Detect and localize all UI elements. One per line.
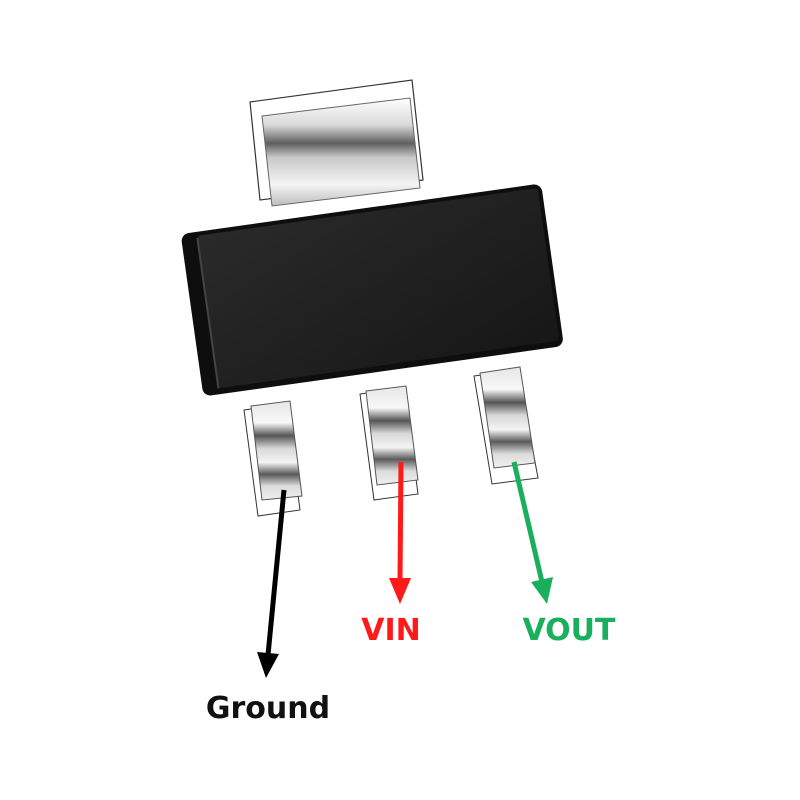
- vin-pin-leg: [359, 385, 419, 501]
- vout-pin-leg: [473, 366, 539, 485]
- ground-pin-leg: [243, 400, 303, 517]
- vin-arrow: [389, 461, 411, 604]
- vout-label: VOUT: [522, 613, 616, 648]
- package-body: [181, 184, 563, 396]
- heatsink-tab: [249, 79, 424, 207]
- ground-label: Ground: [206, 691, 330, 726]
- vout-arrow: [511, 461, 553, 604]
- ground-arrow: [257, 489, 287, 678]
- vin-label: VIN: [361, 613, 421, 648]
